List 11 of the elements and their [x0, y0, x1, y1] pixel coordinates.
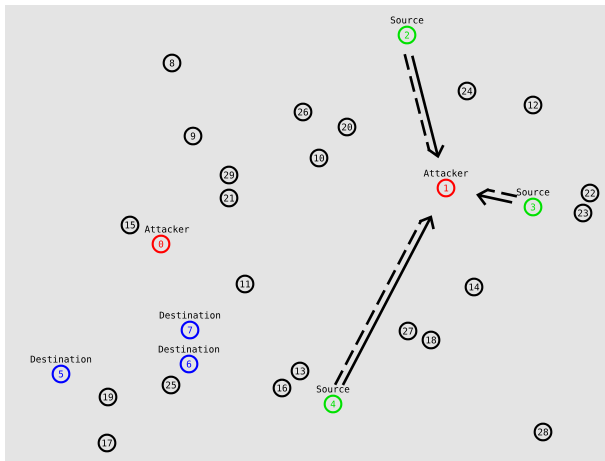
- node-label: Source: [516, 188, 550, 196]
- node-label: Destination: [30, 355, 92, 363]
- node-label: Attacker: [144, 225, 190, 233]
- arrow: [342, 215, 435, 386]
- node-label: Source: [316, 385, 350, 393]
- node-label: Source: [390, 16, 424, 24]
- arrow: [476, 188, 512, 206]
- node-label: Destination: [158, 345, 220, 353]
- node-label: Destination: [160, 311, 220, 319]
- node-label: Attacker: [424, 169, 468, 177]
- arrow: [411, 55, 445, 158]
